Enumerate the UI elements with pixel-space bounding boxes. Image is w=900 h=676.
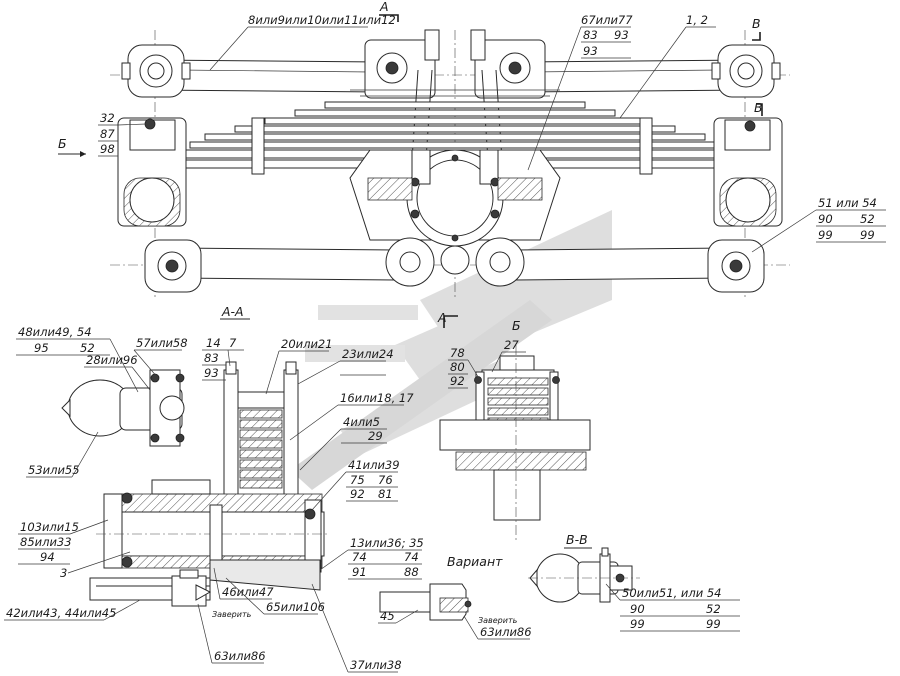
callout-aa-95: 95 xyxy=(34,341,49,355)
spring-end-left xyxy=(117,117,187,227)
callout-top-mid-2a: 83 xyxy=(583,28,598,42)
callout-aa-29: 29 xyxy=(368,429,383,443)
rod-eye-bottom-right xyxy=(707,239,765,293)
callout-aa-20: 20или21 xyxy=(281,337,333,351)
callout-right-2b: 52 xyxy=(860,212,875,226)
callout-aa-46: 46или47 xyxy=(222,585,274,599)
callout-aa-23: 23или24 xyxy=(342,347,394,361)
callout-right-3a: 99 xyxy=(818,228,833,242)
callout-aa-41: 41или39 xyxy=(348,458,400,472)
callout-left-32: 32 xyxy=(100,111,115,125)
callout-aa-52: 52 xyxy=(80,341,95,355)
section-aa-title: А-А xyxy=(221,304,244,319)
callout-aa-103: 103или15 xyxy=(20,520,79,534)
section-aa-view: А-А xyxy=(4,304,424,673)
section-marks-main: А В В Б А xyxy=(58,0,763,328)
callout-aa-7: 7 xyxy=(229,336,237,350)
section-b-view: Б 27 78 80 92 xyxy=(439,318,591,540)
section-vv-title: В-В xyxy=(566,532,588,547)
callout-aa-13: 13или36; 35 xyxy=(350,536,424,550)
section-mark-v-top: В xyxy=(752,16,761,31)
callouts-aa: 48или49, 54 95 52 57или58 28или96 53или5… xyxy=(4,325,424,673)
axle-housing-center xyxy=(349,149,561,247)
callout-aa-37: 37или38 xyxy=(350,658,402,672)
callout-aa-83: 83 xyxy=(204,351,219,365)
note-zaverit-2: Заверить xyxy=(478,616,518,625)
callout-top-right-12: 1, 2 xyxy=(686,13,708,27)
callout-b-92: 92 xyxy=(450,374,465,388)
callout-aa-65: 65или106 xyxy=(266,600,325,614)
callout-aa-16: 16или18, 17 xyxy=(340,391,414,405)
note-zaverit-1: Заверить xyxy=(212,610,252,619)
variant-view: Вариант 45 Заверить 63или86 xyxy=(378,554,532,640)
callout-aa-14: 14 xyxy=(206,336,221,350)
callout-aa-88: 88 xyxy=(404,565,419,579)
section-mark-v-mid: В xyxy=(754,100,763,115)
callout-aa-42: 42или43, 44или45 xyxy=(6,606,116,620)
callout-aa-57: 57или58 xyxy=(136,336,188,350)
callout-aa-28: 28или96 xyxy=(86,353,138,367)
lower-arm-end xyxy=(89,569,212,607)
callout-right-3b: 99 xyxy=(860,228,875,242)
lower-rod-bracket xyxy=(385,237,525,287)
callout-aa-81: 81 xyxy=(378,487,393,501)
callout-vv-52: 52 xyxy=(706,602,721,616)
callout-b-80: 80 xyxy=(450,360,465,374)
callout-vv-50: 50или51, или 54 xyxy=(622,586,721,600)
callout-aa-93: 93 xyxy=(204,366,219,380)
callout-aa-74a: 74 xyxy=(352,550,367,564)
callout-aa-3: 3 xyxy=(60,566,67,580)
callout-aa-53: 53или55 xyxy=(28,463,80,477)
trunnion-shaft xyxy=(96,479,330,591)
callout-aa-76: 76 xyxy=(378,473,393,487)
callout-right-2a: 90 xyxy=(818,212,833,226)
variant-title: Вариант xyxy=(447,554,503,569)
section-vv-view: В-В 50или51, или 54 90 52 99 99 xyxy=(528,532,740,632)
rod-eye-top-right xyxy=(711,44,781,98)
callout-aa-48: 48или49, 54 xyxy=(18,325,92,339)
callouts-main: 8или9или10или11или12 67или77 83 93 93 1,… xyxy=(98,13,886,253)
main-view xyxy=(110,29,790,300)
callout-var-63: 63или86 xyxy=(480,625,532,639)
callout-aa-94: 94 xyxy=(40,550,55,564)
section-mark-b-side: Б xyxy=(58,136,67,151)
watermark-logo xyxy=(290,210,612,490)
callout-left-98: 98 xyxy=(100,142,115,156)
callout-top-mid-2b: 93 xyxy=(614,28,629,42)
lower-reaction-rod-right xyxy=(514,247,731,281)
callout-aa-85: 85или33 xyxy=(20,535,72,549)
callout-aa-92: 92 xyxy=(350,487,365,501)
section-b-title: Б xyxy=(512,318,521,333)
spring-end-right xyxy=(713,117,783,227)
callout-right-1a: 51 или 54 xyxy=(818,196,877,210)
callout-top-mid-1: 67или77 xyxy=(581,13,633,27)
lower-reaction-rod-left xyxy=(174,247,396,281)
callout-aa-4: 4или5 xyxy=(343,415,380,429)
callout-aa-74b: 74 xyxy=(404,550,419,564)
callout-b-27: 27 xyxy=(504,338,519,352)
callout-top-left-long: 8или9или10или11или12 xyxy=(248,13,396,27)
callout-var-45: 45 xyxy=(380,609,395,623)
upper-rod-bracket-right xyxy=(470,29,546,161)
leaf-section-stack xyxy=(239,409,283,489)
callout-aa-91: 91 xyxy=(352,565,367,579)
callout-vv-90: 90 xyxy=(630,602,645,616)
ball-joint xyxy=(61,369,185,447)
section-mark-a-top: А xyxy=(379,0,389,14)
rod-eye-bottom-left xyxy=(144,239,202,293)
callout-top-mid-3: 93 xyxy=(583,44,598,58)
callout-b-78: 78 xyxy=(450,346,465,360)
callout-left-87: 87 xyxy=(100,127,115,141)
callout-vv-99b: 99 xyxy=(706,617,721,631)
section-mark-a-mid: А xyxy=(437,310,447,325)
callout-aa-75: 75 xyxy=(350,473,365,487)
callout-vv-99a: 99 xyxy=(630,617,645,631)
u-bolt-stack xyxy=(223,361,299,511)
callout-aa-63: 63или86 xyxy=(214,649,266,663)
rod-eye-top-left xyxy=(121,44,191,98)
